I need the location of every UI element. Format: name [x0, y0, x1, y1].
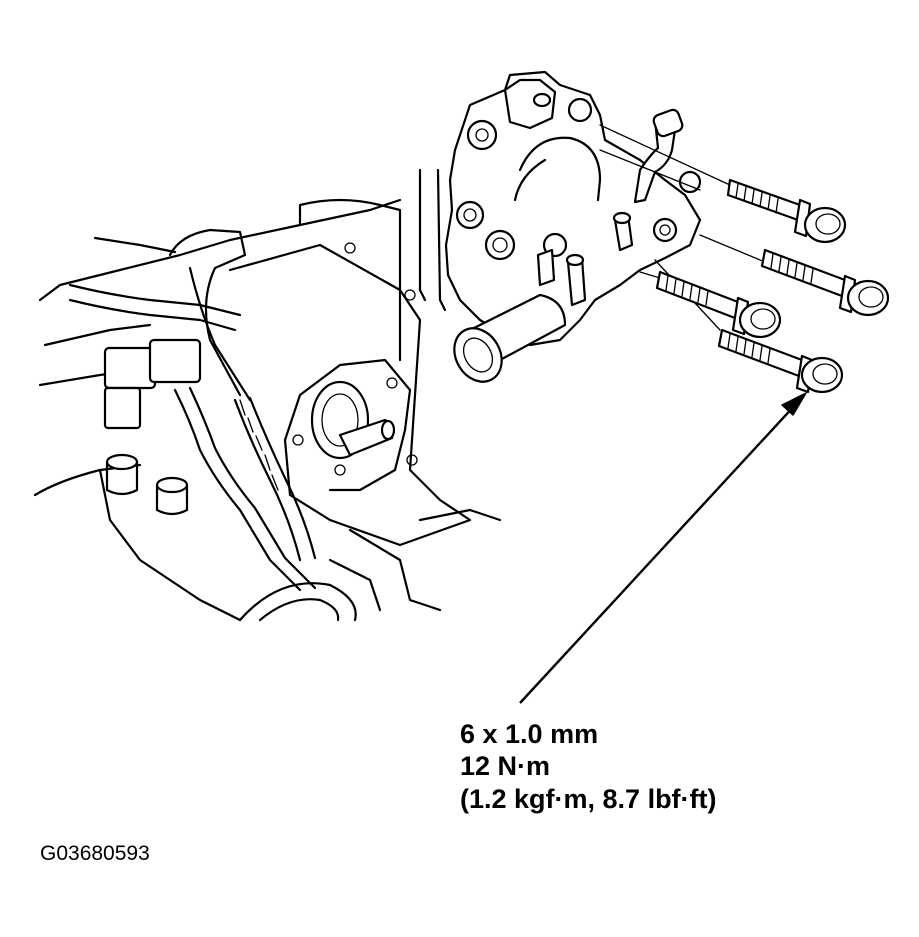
thermostat-housing [436, 70, 702, 383]
bolt-2 [760, 248, 890, 317]
bolt-size-label: 6 x 1.0 mm [460, 719, 599, 749]
callout-arrow [519, 392, 807, 704]
bolt-4 [717, 328, 844, 394]
bolt-3 [655, 270, 782, 339]
bolt-1 [726, 178, 847, 244]
torque-nm-label: 12 N·m [460, 751, 551, 781]
figure-code: G03680593 [40, 842, 150, 865]
engine-block-illustration [33, 168, 502, 622]
torque-alt-units-label: (1.2 kgf·m, 8.7 lbf·ft) [460, 784, 717, 814]
